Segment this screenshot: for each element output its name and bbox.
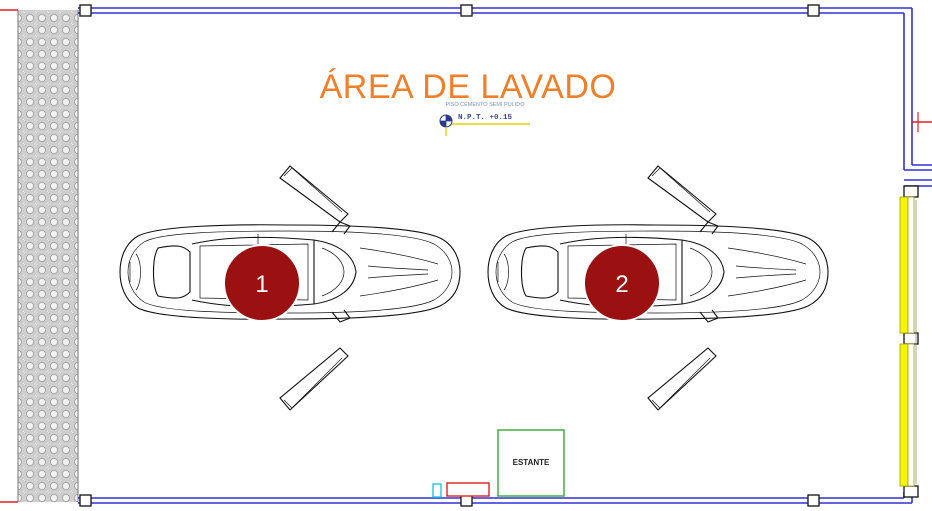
marker-1-label: 1 bbox=[255, 271, 268, 298]
level-note: N.P.T. +0.15 bbox=[458, 114, 513, 122]
area-title: ÁREA DE LAVADO bbox=[320, 68, 617, 106]
fixtures bbox=[432, 482, 490, 498]
hatched-floor-strip bbox=[18, 10, 78, 502]
car-1-doors bbox=[279, 165, 349, 411]
shelf-label: ESTANTE bbox=[513, 458, 550, 467]
sliding-door bbox=[899, 196, 917, 487]
level-symbol bbox=[439, 114, 530, 136]
wash-bay-marker-1: 1 bbox=[223, 244, 301, 322]
floor-finish-note: PISO CEMENTO SEMI PULIDO bbox=[445, 102, 525, 108]
shelf: ESTANTE bbox=[497, 429, 565, 497]
marker-2-label: 2 bbox=[615, 271, 628, 298]
car-2-doors bbox=[647, 165, 717, 411]
wash-bay-marker-2: 2 bbox=[583, 244, 661, 322]
